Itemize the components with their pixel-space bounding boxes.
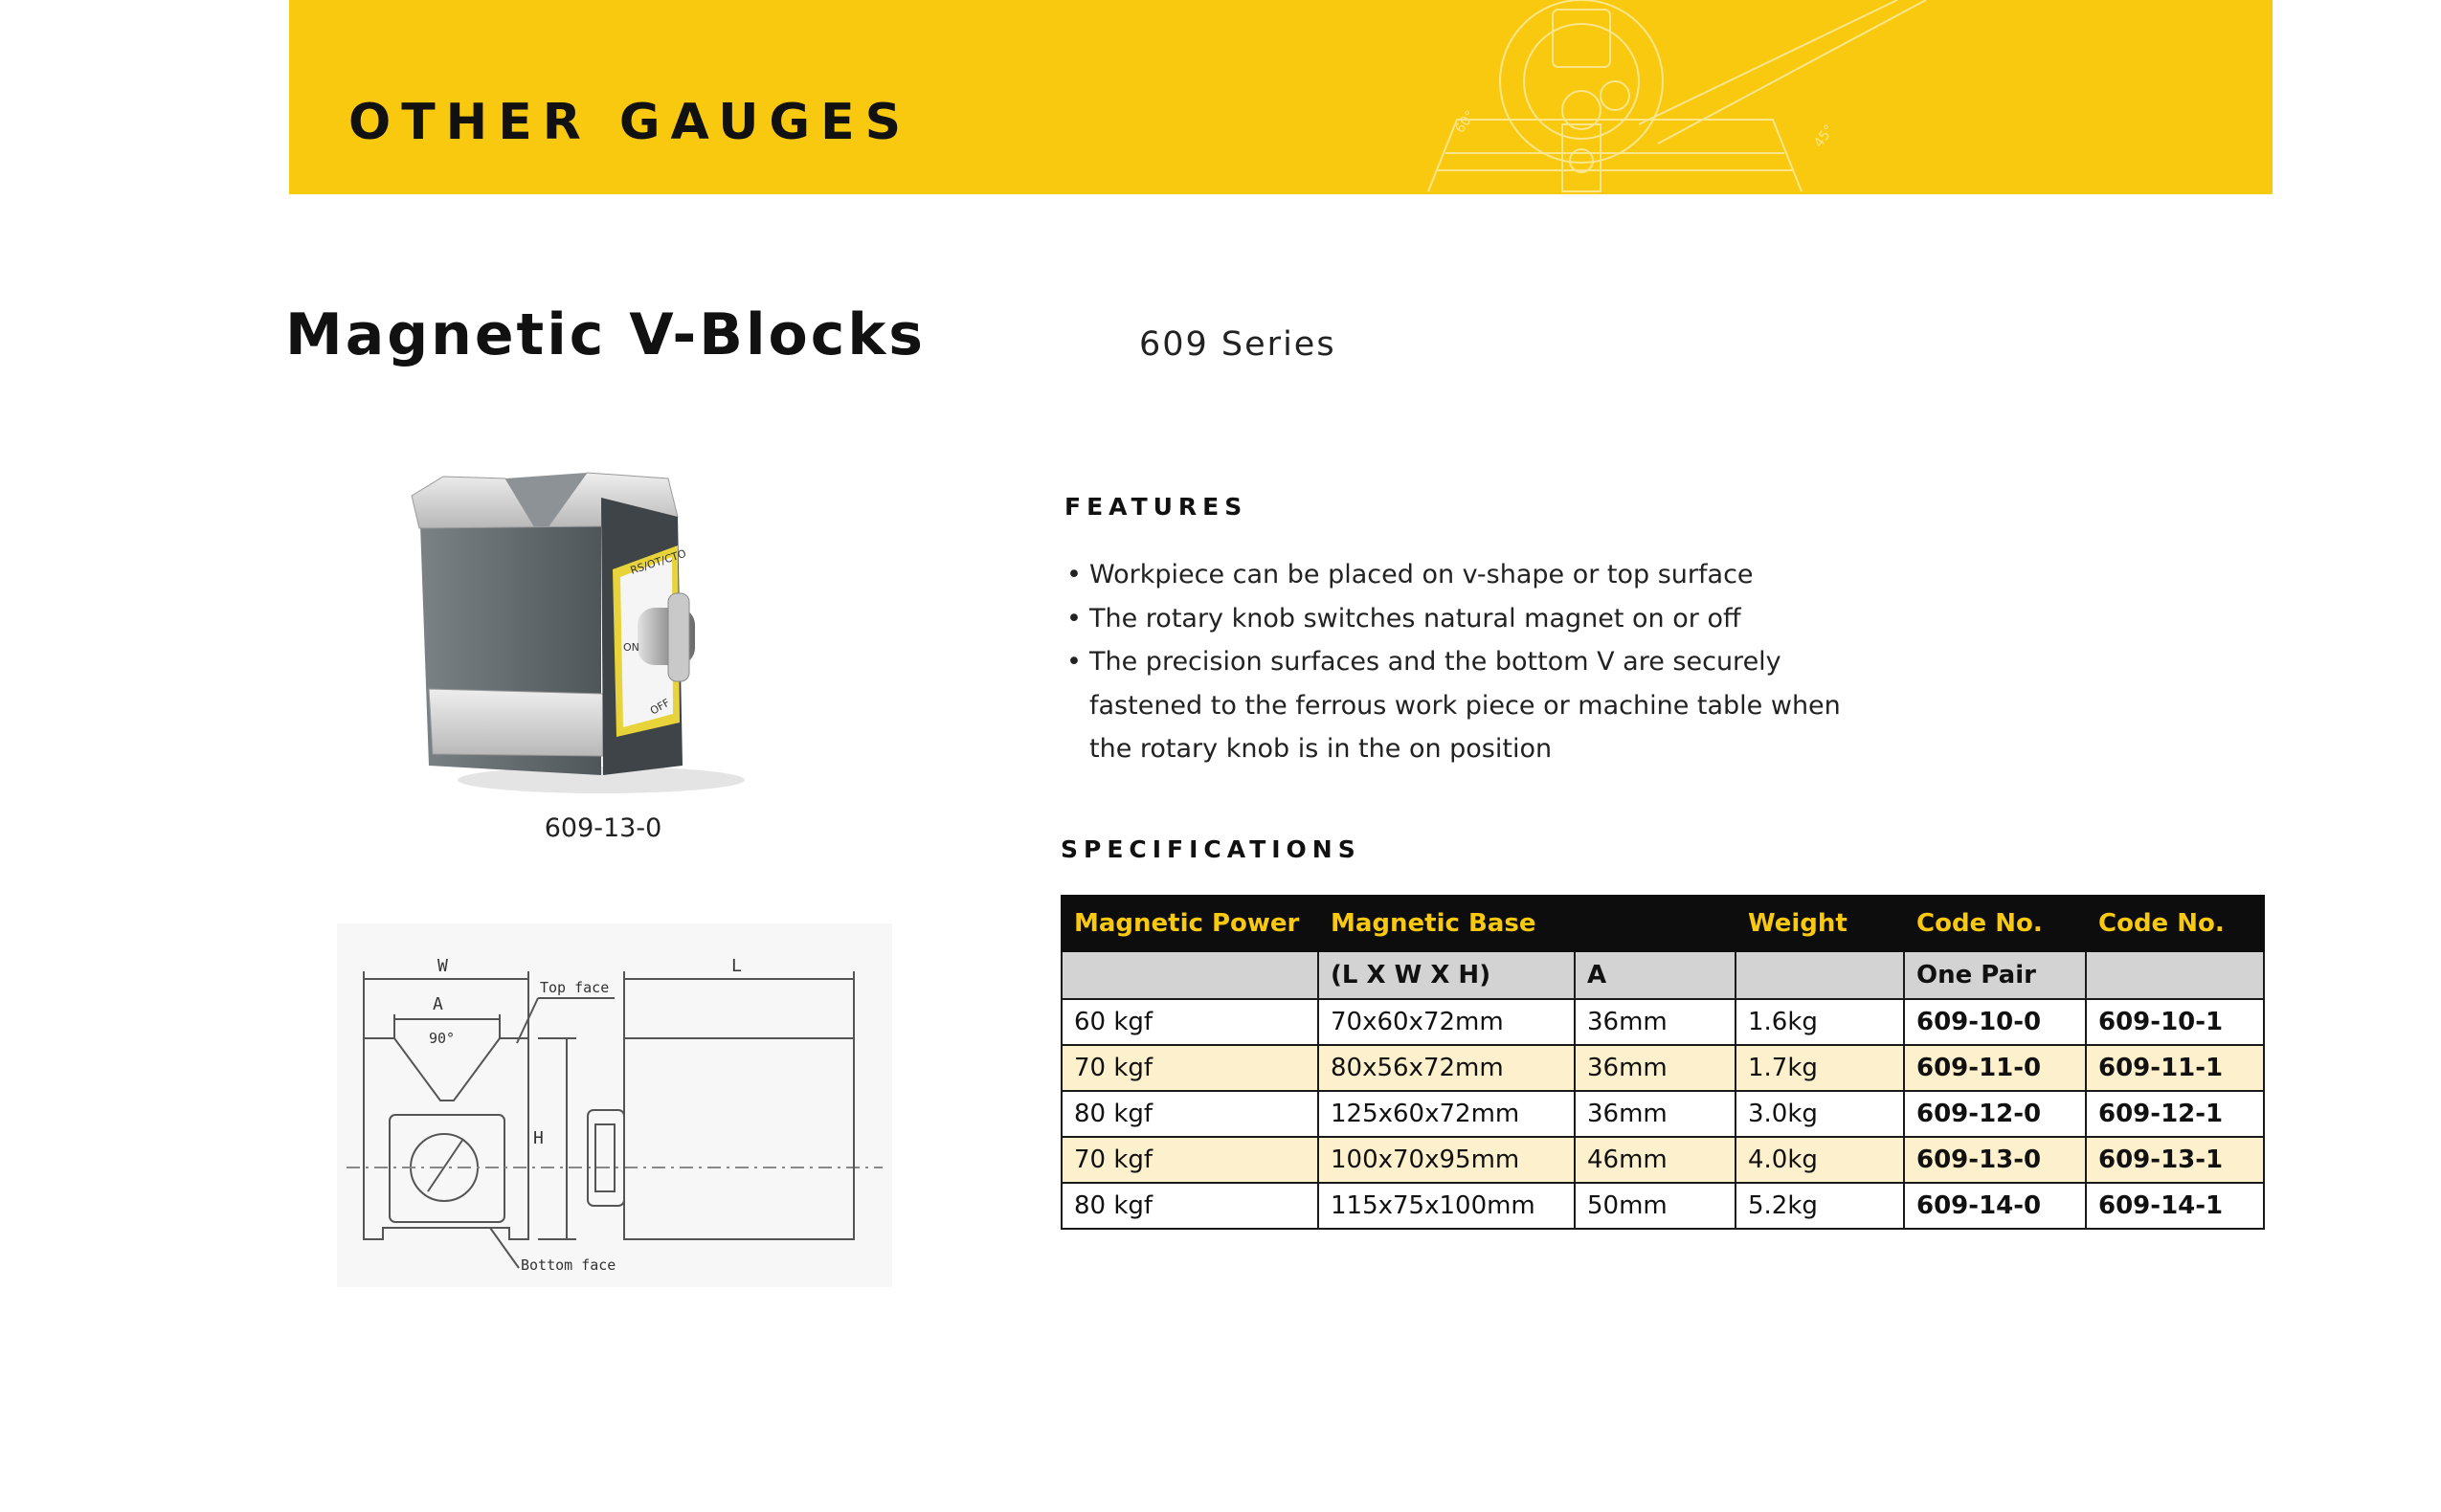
table-cell: 60 kgf: [1061, 998, 1319, 1046]
subheader-a: A: [1574, 950, 1736, 1000]
table-cell: 609-11-0: [1903, 1044, 2087, 1092]
technical-drawing: W L A 90° H Top face Bottom face: [337, 923, 892, 1287]
table-cell: 609-12-0: [1903, 1090, 2087, 1138]
table-cell: 609-14-1: [2085, 1182, 2265, 1230]
knob-label-on: ON: [623, 641, 639, 654]
drawing-label-a: A: [433, 994, 443, 1014]
col-header-weight: Weight: [1735, 895, 1905, 952]
table-cell: 80 kgf: [1061, 1182, 1319, 1230]
feature-item: The precision surfaces and the bottom V …: [1064, 640, 1849, 771]
table-cell: 36mm: [1574, 1090, 1736, 1138]
table-cell: 4.0kg: [1735, 1136, 1905, 1184]
table-row: 70 kgf 80x56x72mm 36mm 1.7kg 609-11-0 60…: [1061, 1044, 2265, 1092]
angle-label-60: 60°: [1452, 108, 1478, 137]
table-cell: 609-14-0: [1903, 1182, 2087, 1230]
table-cell: 70x60x72mm: [1317, 998, 1576, 1046]
specifications-table: Magnetic Power Magnetic Base Weight Code…: [1061, 895, 2265, 1230]
drawing-label-w: W: [437, 956, 448, 976]
table-cell: 80 kgf: [1061, 1090, 1319, 1138]
subheader-one-pair: One Pair: [1903, 950, 2087, 1000]
table-cell: 1.6kg: [1735, 998, 1905, 1046]
drawing-label-bottom-face: Bottom face: [521, 1256, 616, 1274]
subheader-cell: [2085, 950, 2265, 1000]
table-cell: 70 kgf: [1061, 1136, 1319, 1184]
table-row: 80 kgf 125x60x72mm 36mm 3.0kg 609-12-0 6…: [1061, 1090, 2265, 1138]
series-label: 609 Series: [1139, 325, 1336, 364]
table-cell: 46mm: [1574, 1136, 1736, 1184]
subheader-dimensions: (L X W X H): [1317, 950, 1576, 1000]
table-cell: 70 kgf: [1061, 1044, 1319, 1092]
features-heading: FEATURES: [1064, 493, 1248, 521]
table-cell: 3.0kg: [1735, 1090, 1905, 1138]
table-row: 70 kgf 100x70x95mm 46mm 4.0kg 609-13-0 6…: [1061, 1136, 2265, 1184]
table-cell: 1.7kg: [1735, 1044, 1905, 1092]
col-header-magnetic-power: Magnetic Power: [1061, 895, 1319, 952]
col-header-code-no: Code No.: [1903, 895, 2087, 952]
features-list: Workpiece can be placed on v-shape or to…: [1064, 553, 1849, 771]
table-cell: 80x56x72mm: [1317, 1044, 1576, 1092]
photo-caption: 609-13-0: [544, 813, 662, 843]
table-cell: 125x60x72mm: [1317, 1090, 1576, 1138]
table-subheader-row: (L X W X H) A One Pair: [1061, 950, 2265, 1000]
table-cell: 50mm: [1574, 1182, 1736, 1230]
table-cell: 609-13-1: [2085, 1136, 2265, 1184]
table-cell: 609-11-1: [2085, 1044, 2265, 1092]
drawing-label-top-face: Top face: [540, 979, 609, 996]
col-header-code-no-2: Code No.: [2085, 895, 2265, 952]
table-cell: 115x75x100mm: [1317, 1182, 1576, 1230]
product-photo: RS/OT/CTO ON OFF: [411, 472, 745, 793]
table-cell: 36mm: [1574, 998, 1736, 1046]
table-row: 60 kgf 70x60x72mm 36mm 1.6kg 609-10-0 60…: [1061, 998, 2265, 1046]
col-header-blank: [1574, 895, 1736, 952]
table-cell: 609-12-1: [2085, 1090, 2265, 1138]
protractor-illustration: 60° 45°: [1427, 0, 1927, 192]
table-cell: 609-13-0: [1903, 1136, 2087, 1184]
section-title: OTHER GAUGES: [348, 94, 912, 151]
subheader-cell: [1061, 950, 1319, 1000]
table-cell: 609-10-0: [1903, 998, 2087, 1046]
drawing-label-l: L: [731, 956, 742, 976]
subheader-cell: [1735, 950, 1905, 1000]
table-header-row: Magnetic Power Magnetic Base Weight Code…: [1061, 895, 2265, 952]
table-cell: 609-10-1: [2085, 998, 2265, 1046]
feature-item: The rotary knob switches natural magnet …: [1064, 597, 1849, 641]
feature-item: Workpiece can be placed on v-shape or to…: [1064, 553, 1849, 597]
drawing-label-angle: 90°: [429, 1030, 455, 1047]
angle-label-45: 45°: [1811, 122, 1837, 151]
table-cell: 100x70x95mm: [1317, 1136, 1576, 1184]
page-banner: OTHER GAUGES 60° 45°: [289, 0, 2273, 194]
table-cell: 36mm: [1574, 1044, 1736, 1092]
product-title: Magnetic V-Blocks: [285, 301, 926, 368]
table-row: 80 kgf 115x75x100mm 50mm 5.2kg 609-14-0 …: [1061, 1182, 2265, 1230]
specifications-heading: SPECIFICATIONS: [1061, 835, 1361, 863]
drawing-label-h: H: [533, 1128, 544, 1148]
table-cell: 5.2kg: [1735, 1182, 1905, 1230]
col-header-magnetic-base: Magnetic Base: [1317, 895, 1576, 952]
